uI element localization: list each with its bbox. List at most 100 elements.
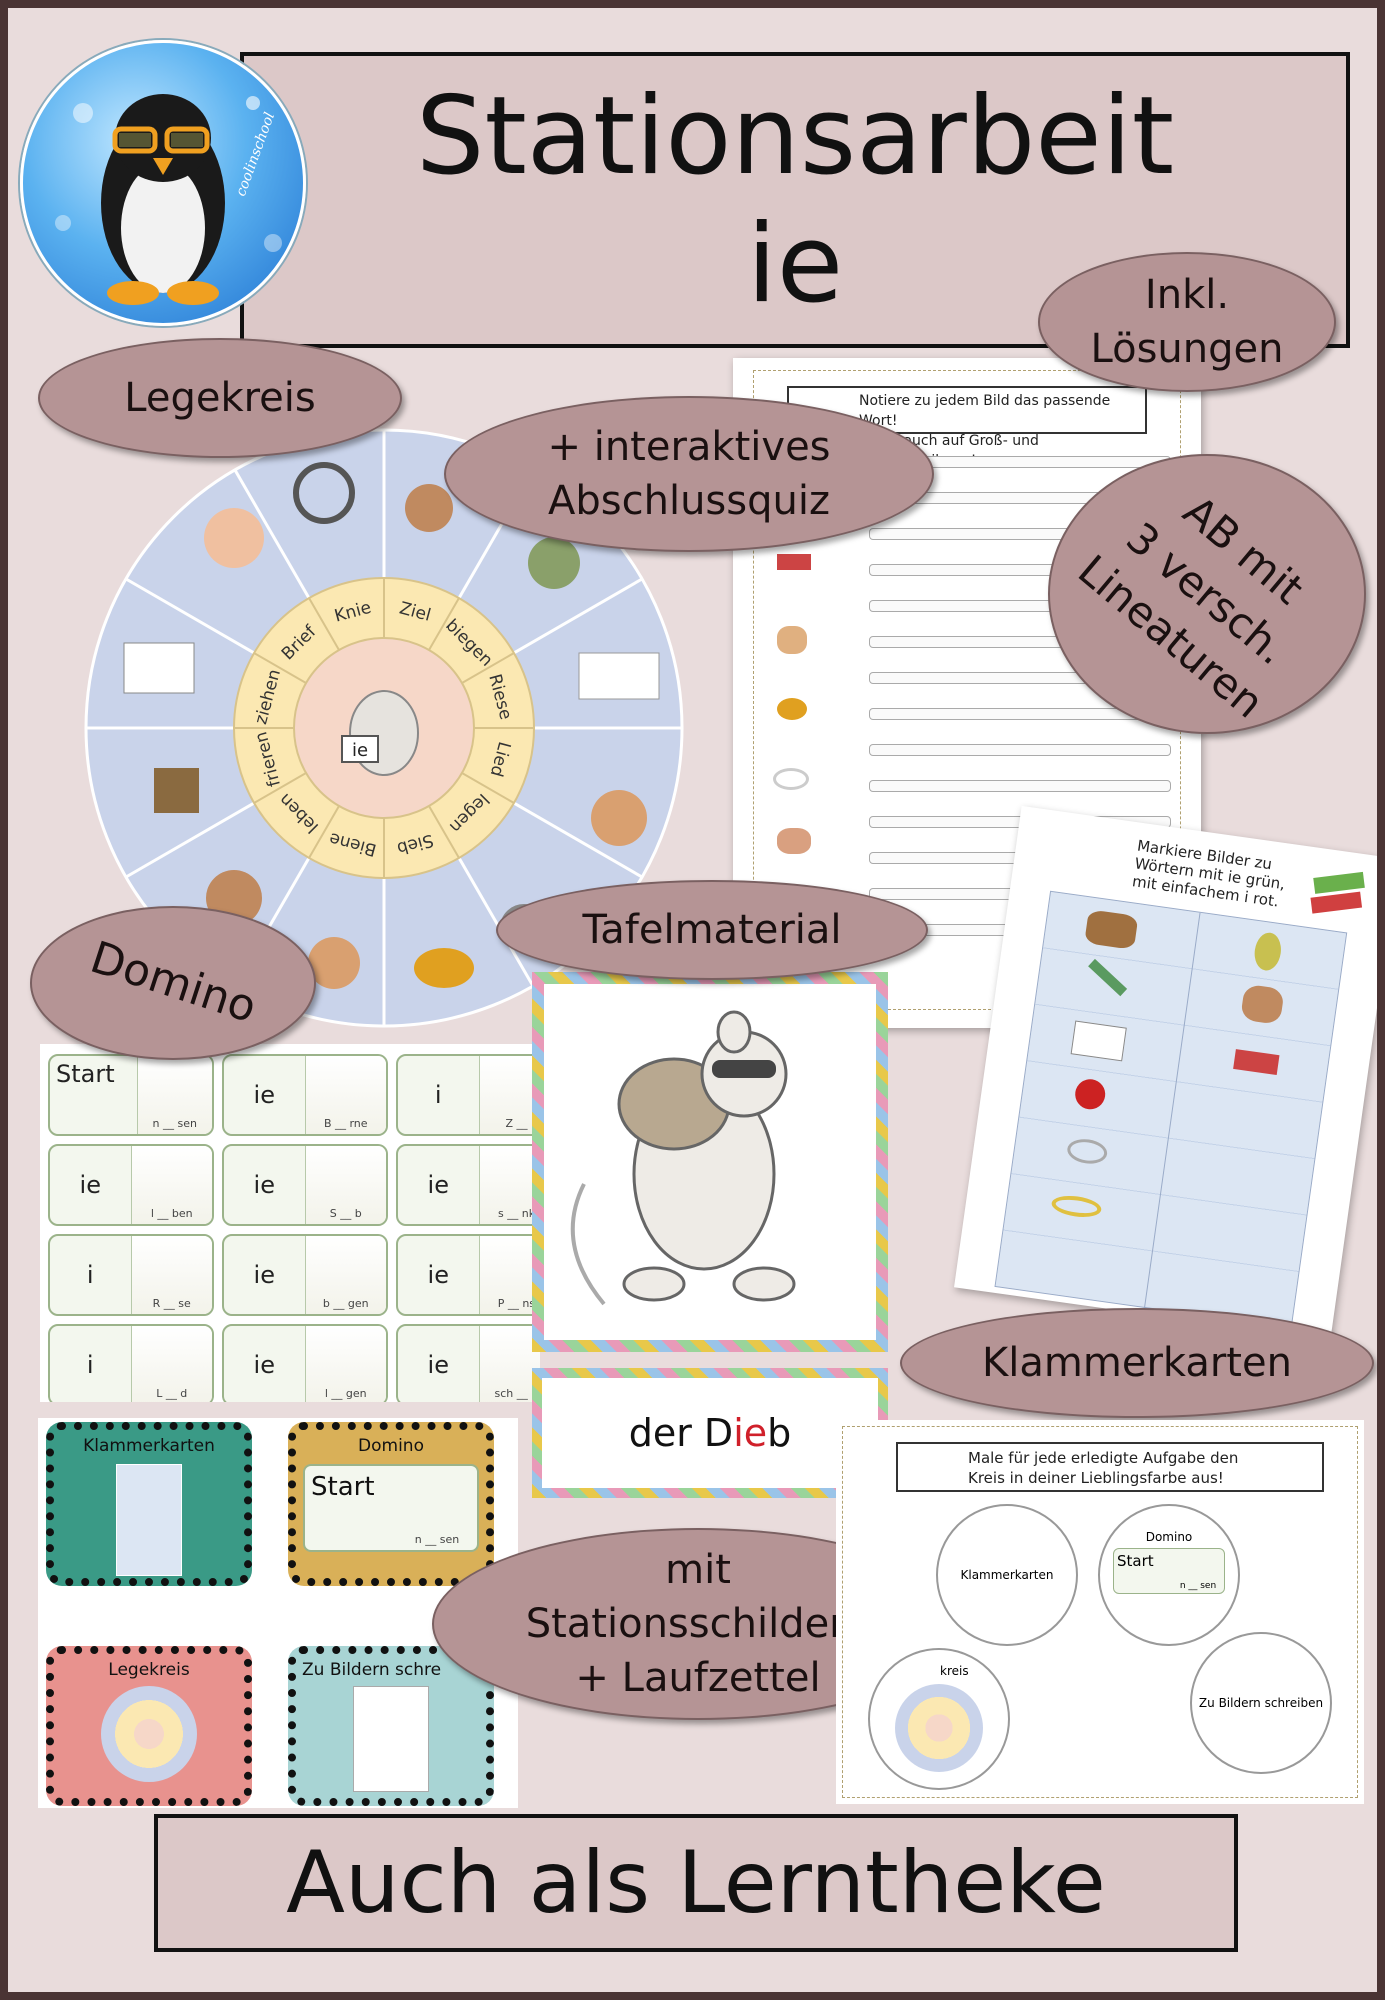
sign-domino: Domino Start n __ sen	[288, 1422, 494, 1586]
oval-loesungen-line1: Inkl.	[1144, 272, 1230, 318]
songsheet-icon	[578, 652, 660, 700]
oval-schilder-line1: mit	[665, 1547, 731, 1593]
oval-quiz-line1: + interaktives	[547, 424, 831, 470]
domino-tile-hint: b __ gen	[305, 1236, 386, 1314]
crate-icon	[154, 768, 199, 813]
domino-tile-hint: Z __ l	[479, 1056, 540, 1134]
pencil-icon	[1088, 958, 1128, 997]
oval-domino-label: Domino	[83, 932, 263, 1034]
oval-tafelmaterial: Tafelmaterial	[496, 880, 928, 980]
letter-icon	[123, 642, 195, 694]
oval-schilder-line2: Stationsschildern	[525, 1601, 871, 1647]
sign-domino-start: Start	[311, 1472, 375, 1502]
envelope-icon	[1070, 1020, 1127, 1062]
worksheet-instruction-line1: Notiere zu jedem Bild das passende Wort!	[859, 393, 1111, 429]
fox-icon	[777, 828, 811, 854]
tafel-picture-card	[532, 972, 888, 1352]
domino-tile-letter: ie	[398, 1236, 480, 1314]
domino-tile-letter: ie	[224, 1146, 306, 1224]
canvas: Stationsarbeit ie coolinschool Notiere z…	[8, 8, 1377, 1992]
laufzettel-c3-label: kreis	[940, 1664, 969, 1678]
laufzettel-c4-label: Zu Bildern schreiben	[1198, 1696, 1324, 1710]
laufzettel-c1-label: Klammerkarten	[960, 1568, 1054, 1582]
laufzettel-instruction: Male für jede erledigte Aufgabe den Krei…	[896, 1442, 1324, 1492]
wheel-center-label: ie	[352, 740, 368, 761]
station-signs-area: Klammerkarten Domino Start n __ sen Lege…	[38, 1418, 518, 1808]
sign-domino-label: Domino	[358, 1436, 424, 1456]
domino-tile-letter: ie	[224, 1056, 306, 1134]
domino-tile-hint: sch __ be	[479, 1326, 540, 1402]
laufzettel-c2-start: Start	[1117, 1552, 1154, 1570]
domino-tile-letter: ie	[398, 1146, 480, 1224]
domino-tile-letter: ie	[224, 1326, 306, 1402]
domino-tile-hint: s __ nke	[479, 1146, 540, 1224]
domino-tile-hint: l __ ben	[131, 1146, 212, 1224]
oval-schilder-line3: + Laufzettel	[575, 1655, 821, 1701]
ie-card	[341, 735, 379, 763]
tafel-word-highlight: ie	[733, 1411, 768, 1455]
sign-bilder: Zu Bildern schre	[288, 1646, 494, 1806]
eraser-icon	[777, 554, 811, 570]
pear-icon	[1252, 930, 1284, 973]
laufzettel-instruction-line1: Male für jede erledigte Aufgabe den	[968, 1449, 1239, 1467]
klammer-grid	[994, 890, 1348, 1329]
bending-fox-icon	[405, 484, 453, 532]
laufzettel-c2-title: Domino	[1145, 1530, 1193, 1544]
lying-fox-icon	[591, 790, 647, 846]
domino-tile-letter: Start	[50, 1056, 138, 1134]
sign-klammerkarten: Klammerkarten	[46, 1422, 252, 1586]
sign-bilder-label: Zu Bildern schre	[302, 1660, 442, 1680]
squirrel-icon	[777, 626, 807, 654]
boots-icon	[528, 537, 580, 589]
bottom-banner: Auch als Lerntheke	[154, 1814, 1238, 1952]
sign-domino-hint: n __ sen	[414, 1533, 460, 1546]
bee-icon	[777, 698, 807, 720]
laufzettel-circle-domino: Domino Start n __ sen	[1098, 1504, 1240, 1646]
title-box: Stationsarbeit ie	[240, 52, 1350, 348]
domino-tile-hint: S __ b	[305, 1146, 386, 1224]
oval-klammerkarten: Klammerkarten	[900, 1308, 1374, 1418]
tafel-word-suffix: b	[767, 1411, 792, 1455]
sieve-icon	[1065, 1136, 1109, 1167]
domino-tile-hint: L __ d	[131, 1326, 212, 1402]
domino-tile-hint: R __ se	[131, 1236, 212, 1314]
oval-domino: Domino	[30, 906, 316, 1060]
domino-tile-letter: i	[50, 1236, 132, 1314]
sieve-icon	[773, 768, 809, 790]
domino-tile-letter: ie	[50, 1146, 132, 1224]
tafel-word-prefix: der D	[628, 1411, 734, 1455]
deer-icon	[1084, 909, 1139, 950]
oval-legekreis: Legekreis	[38, 338, 402, 458]
domino-tile-letter: i	[398, 1056, 480, 1134]
oval-loesungen: Inkl.Lösungen	[1038, 252, 1336, 392]
bee-icon	[414, 948, 474, 988]
laufzettel-circle-bilder: Zu Bildern schreiben	[1190, 1632, 1332, 1774]
domino-tile-hint: l __ gen	[305, 1326, 386, 1402]
logo-penguin: coolinschool	[20, 40, 306, 326]
cherry-icon	[1073, 1077, 1108, 1112]
sign-klammerkarten-label: Klammerkarten	[83, 1436, 215, 1456]
laufzettel-circle-legekreis: kreis	[868, 1648, 1010, 1790]
domino-tile-hint: n __ sen	[137, 1056, 212, 1134]
domino-tile-hint: B __ rne	[305, 1056, 386, 1134]
sign-legekreis-label: Legekreis	[108, 1660, 190, 1680]
laufzettel-circle-klammerkarten: Klammerkarten	[936, 1504, 1078, 1646]
fox-heart-icon	[308, 937, 360, 989]
laufzettel-c2-hint: n __ sen	[1179, 1581, 1217, 1591]
